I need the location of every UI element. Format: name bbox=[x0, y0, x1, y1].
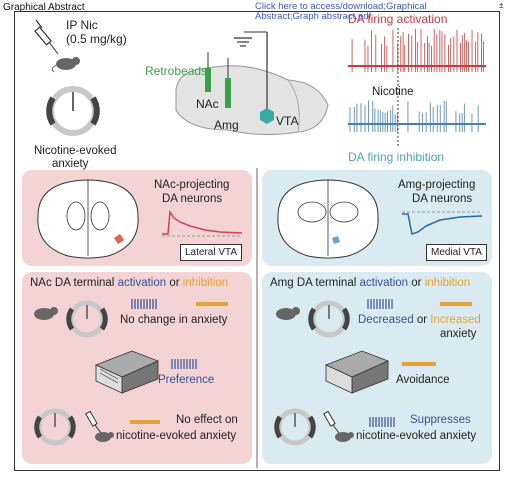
nac-heading-inhibition: inhibition bbox=[182, 277, 229, 289]
elevated-plus-maze-icon bbox=[274, 408, 316, 446]
inhibition-trace bbox=[348, 100, 486, 132]
vta-label: VTA bbox=[276, 114, 299, 128]
nac-heading-activation: activation bbox=[117, 277, 167, 289]
mouse-icon bbox=[51, 57, 80, 73]
place-preference-chamber-icon bbox=[94, 350, 160, 394]
nac-anxiety-result: No change in anxiety bbox=[120, 314, 228, 326]
nac-title-line2: DA neurons bbox=[162, 193, 223, 205]
elevated-plus-maze-icon bbox=[66, 300, 108, 338]
amg-title-line2: DA neurons bbox=[412, 193, 473, 205]
mouse-icon bbox=[276, 307, 300, 320]
ground-icon bbox=[234, 37, 252, 47]
amg-firing-plot bbox=[402, 211, 483, 235]
suppresses-label: Suppresses bbox=[410, 414, 471, 426]
inhibition-bar-icon bbox=[130, 420, 160, 424]
or-label: or bbox=[416, 314, 428, 326]
nac-label: NAc bbox=[196, 97, 219, 111]
decreased-label: Decreased bbox=[358, 314, 414, 326]
ip-label: IP Nic bbox=[66, 18, 98, 32]
nac-firing-plot bbox=[162, 209, 243, 237]
mouse-icon bbox=[95, 432, 114, 442]
nac-nic-line2: nicotine-evoked anxiety bbox=[116, 430, 237, 442]
nac-nic-line1: No effect on bbox=[176, 414, 238, 426]
nac-terminal-heading: NAc DA terminal activation or inhibition bbox=[30, 277, 228, 289]
activation-title: DA firing activation bbox=[348, 12, 448, 26]
elevated-plus-maze-icon bbox=[46, 86, 100, 136]
evoked-anxiety-line1: Nicotine-evoked bbox=[34, 145, 117, 157]
amg-title-line1: Amg-projecting bbox=[398, 179, 476, 191]
mouse-icon bbox=[335, 432, 354, 442]
inhibition-bar-icon bbox=[402, 362, 436, 366]
laser-pulse-icon bbox=[367, 299, 393, 309]
abstract-frame bbox=[14, 11, 500, 471]
inhibition-bar-icon bbox=[196, 302, 228, 306]
nac-title-line1: NAc-projecting bbox=[154, 179, 230, 191]
mouse-icon bbox=[34, 307, 58, 320]
preference-label: Preference bbox=[158, 374, 215, 386]
lateral-vta-label: Lateral VTA bbox=[180, 244, 243, 261]
syringe-icon bbox=[85, 410, 102, 434]
inhibition-title: DA firing inhibition bbox=[348, 150, 445, 164]
download-link[interactable]: Click here to access/download;Graphical … bbox=[255, 2, 475, 22]
amg-label: Amg bbox=[214, 118, 239, 132]
nicotine-label: Nicotine bbox=[372, 86, 414, 98]
nac-heading-or: or bbox=[169, 277, 180, 289]
medial-vta-label: Medial VTA bbox=[426, 244, 487, 261]
increased-label: Increased bbox=[430, 314, 481, 326]
syringe-icon bbox=[34, 19, 59, 55]
laser-pulse-icon bbox=[369, 417, 395, 427]
download-link-line1[interactable]: Click here to access/download;Graphical bbox=[255, 1, 427, 12]
amg-heading-activation: activation bbox=[359, 277, 409, 289]
place-preference-chamber-icon bbox=[324, 350, 390, 394]
inhibition-bar-icon bbox=[440, 302, 472, 306]
download-link-line2[interactable]: Abstract;Graph abstract.pdf bbox=[255, 11, 372, 22]
laser-pulse-icon bbox=[171, 359, 197, 369]
amg-nic-line2: nicotine-evoked anxiety bbox=[356, 430, 477, 442]
panel-divider bbox=[256, 168, 258, 468]
corner-mark: ± bbox=[499, 1, 504, 10]
evoked-anxiety-line2: anxiety bbox=[52, 158, 89, 170]
nac-heading-prefix: NAc DA terminal bbox=[30, 277, 115, 289]
header-label: Graphical Abstract bbox=[3, 2, 85, 13]
amg-heading-prefix: Amg DA terminal bbox=[270, 277, 357, 289]
elevated-plus-maze-icon bbox=[308, 300, 350, 338]
amg-heading-or: or bbox=[411, 277, 422, 289]
activation-trace bbox=[348, 28, 486, 72]
avoidance-label: Avoidance bbox=[396, 374, 450, 386]
laser-pulse-icon bbox=[131, 299, 157, 309]
brain-coronal-icon bbox=[277, 179, 379, 259]
dose-label: (0.5 mg/kg) bbox=[66, 32, 127, 46]
brain-sagittal-icon bbox=[175, 31, 329, 136]
amg-heading-inhibition: inhibition bbox=[424, 277, 471, 289]
elevated-plus-maze-icon bbox=[34, 408, 76, 446]
syringe-icon bbox=[323, 410, 340, 434]
nicotine-marker bbox=[397, 28, 399, 148]
amg-terminal-heading: Amg DA terminal activation or inhibition bbox=[270, 277, 470, 289]
brain-coronal-icon bbox=[37, 179, 139, 259]
amg-anxiety-result: Decreased or Increased bbox=[358, 314, 481, 326]
retrobeads-label: Retrobeads bbox=[145, 64, 208, 78]
anxiety-word: anxiety bbox=[440, 328, 477, 340]
